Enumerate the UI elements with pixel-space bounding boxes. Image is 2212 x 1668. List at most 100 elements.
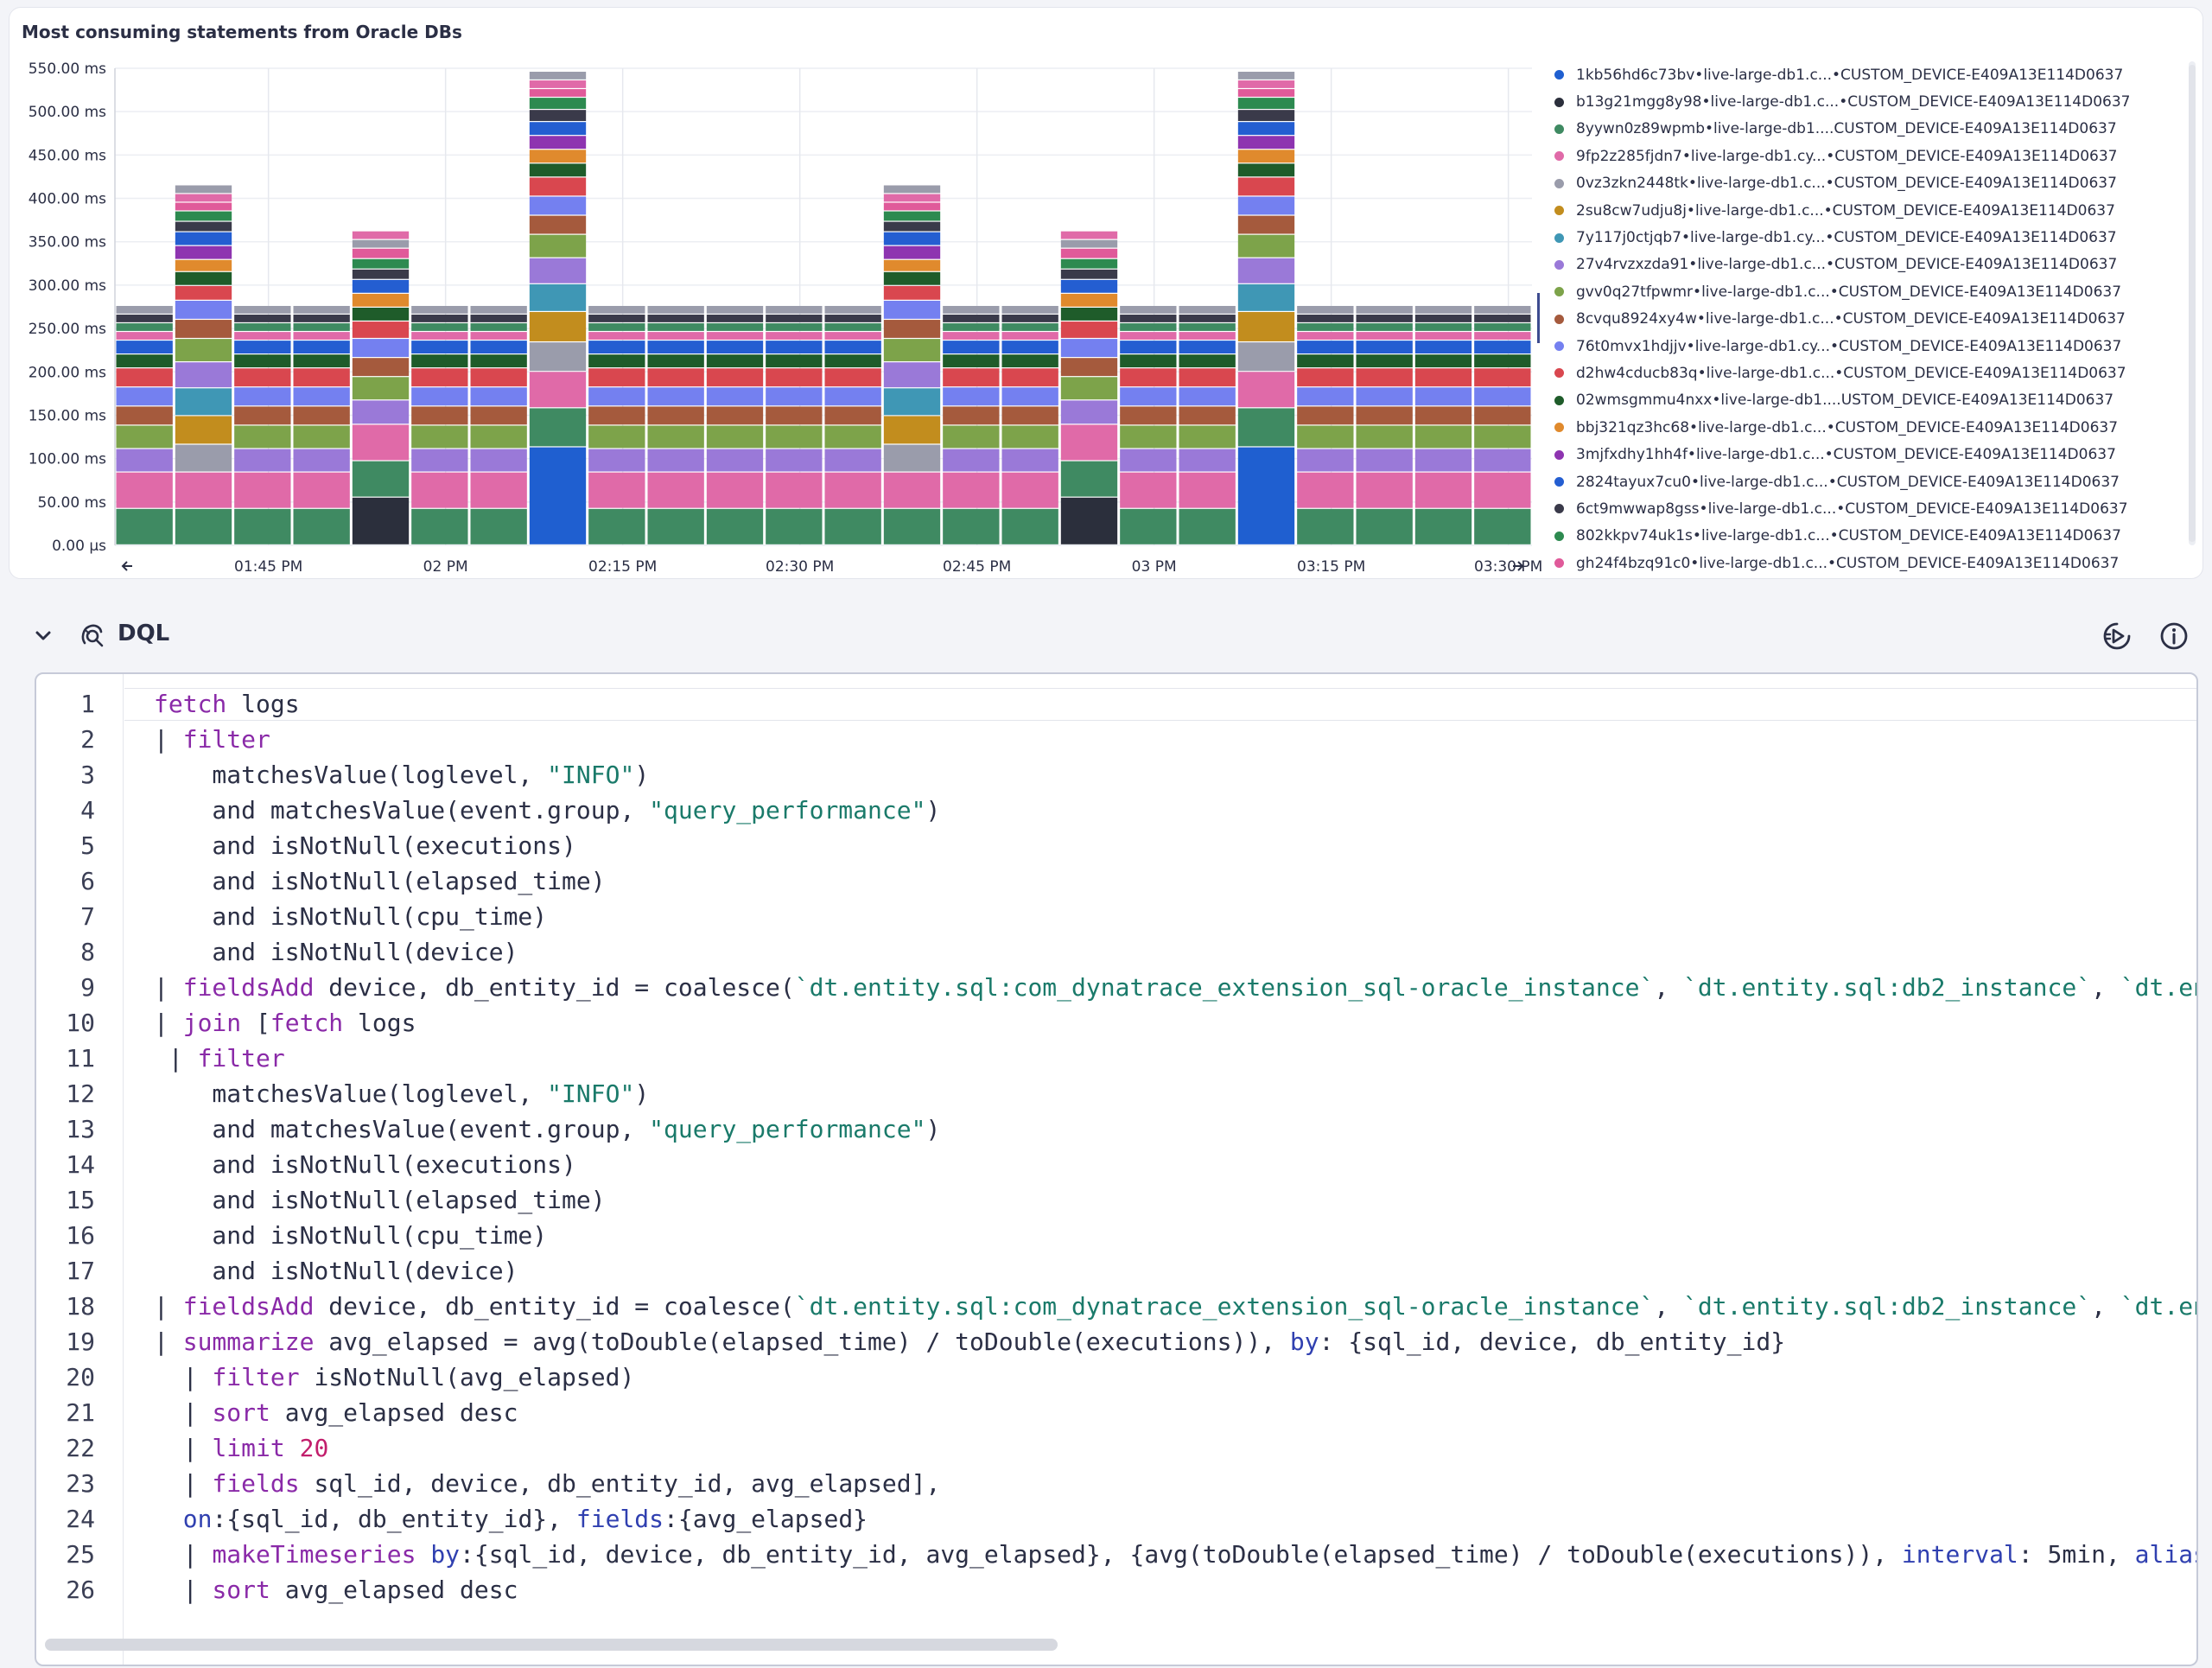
bar-segment[interactable] bbox=[1297, 323, 1354, 331]
bar-segment[interactable] bbox=[175, 320, 232, 338]
bar-segment[interactable] bbox=[1414, 354, 1472, 368]
bar-segment[interactable] bbox=[1237, 447, 1295, 544]
code-text[interactable]: and matchesValue(event.group, "query_per… bbox=[154, 793, 940, 828]
code-line[interactable]: 7 and isNotNull(cpu_time) bbox=[36, 899, 2196, 934]
bar-segment[interactable] bbox=[1297, 387, 1354, 406]
bar-segment[interactable] bbox=[352, 424, 410, 461]
bar-segment[interactable] bbox=[175, 362, 232, 388]
bar-segment[interactable] bbox=[766, 305, 823, 314]
bar-segment[interactable] bbox=[647, 368, 704, 387]
bar-segment[interactable] bbox=[293, 341, 350, 353]
stacked-bar[interactable] bbox=[116, 305, 173, 544]
bar-segment[interactable] bbox=[1297, 354, 1354, 368]
bar-segment[interactable] bbox=[529, 234, 587, 258]
code-text[interactable]: and isNotNull(elapsed_time) bbox=[154, 863, 605, 899]
bar-segment[interactable] bbox=[529, 408, 587, 447]
bar-segment[interactable] bbox=[352, 248, 410, 258]
bar-segment[interactable] bbox=[293, 368, 350, 387]
bar-segment[interactable] bbox=[1237, 150, 1295, 163]
bar-segment[interactable] bbox=[1297, 425, 1354, 449]
bar-segment[interactable] bbox=[1001, 323, 1058, 331]
bar-segment[interactable] bbox=[293, 508, 350, 544]
bar-segment[interactable] bbox=[883, 300, 941, 319]
code-line[interactable]: 3 matchesValue(loglevel, "INFO") bbox=[36, 757, 2196, 793]
bar-segment[interactable] bbox=[883, 232, 941, 245]
bar-segment[interactable] bbox=[352, 497, 410, 544]
code-text[interactable]: | filter isNotNull(avg_elapsed) bbox=[154, 1359, 635, 1395]
legend-item[interactable]: gvv0q27tfpwmr•live-large-db1.c...•CUSTOM… bbox=[1554, 278, 2159, 305]
bar-segment[interactable] bbox=[588, 305, 645, 314]
legend-item[interactable]: 02wmsgmmu4nxx•live-large-db1....USTOM_DE… bbox=[1554, 387, 2159, 414]
bar-segment[interactable] bbox=[293, 425, 350, 449]
bar-segment[interactable] bbox=[470, 332, 527, 340]
bar-segment[interactable] bbox=[883, 362, 941, 388]
bar-segment[interactable] bbox=[529, 215, 587, 234]
bar-segment[interactable] bbox=[1474, 305, 1531, 314]
bar-segment[interactable] bbox=[1474, 368, 1531, 387]
bar-segment[interactable] bbox=[411, 472, 468, 508]
legend-scrollbar-thumb[interactable] bbox=[2189, 65, 2196, 542]
bar-segment[interactable] bbox=[766, 425, 823, 449]
bar-segment[interactable] bbox=[293, 472, 350, 508]
bar-segment[interactable] bbox=[943, 315, 1000, 322]
bar-segment[interactable] bbox=[1120, 315, 1177, 322]
bar-segment[interactable] bbox=[234, 406, 291, 425]
code-text[interactable]: | fieldsAdd device, db_entity_id = coale… bbox=[154, 970, 2196, 1005]
bar-segment[interactable] bbox=[824, 323, 881, 331]
bar-segment[interactable] bbox=[1237, 215, 1295, 234]
bar-segment[interactable] bbox=[647, 305, 704, 314]
bar-segment[interactable] bbox=[1060, 358, 1118, 377]
bar-segment[interactable] bbox=[706, 472, 764, 508]
stacked-bar[interactable] bbox=[883, 185, 941, 544]
bar-segment[interactable] bbox=[1237, 342, 1295, 372]
legend-item[interactable]: 27v4rvzxzda91•live-large-db1.c...•CUSTOM… bbox=[1554, 251, 2159, 278]
code-line[interactable]: 18| fieldsAdd device, db_entity_id = coa… bbox=[36, 1289, 2196, 1324]
bar-segment[interactable] bbox=[1414, 315, 1472, 322]
bar-segment[interactable] bbox=[529, 98, 587, 109]
bar-segment[interactable] bbox=[647, 425, 704, 449]
bar-segment[interactable] bbox=[529, 258, 587, 283]
bar-segment[interactable] bbox=[1297, 341, 1354, 353]
bar-segment[interactable] bbox=[1001, 368, 1058, 387]
bar-segment[interactable] bbox=[352, 293, 410, 307]
bar-segment[interactable] bbox=[943, 305, 1000, 314]
bar-segment[interactable] bbox=[1297, 508, 1354, 544]
bar-segment[interactable] bbox=[116, 387, 173, 406]
bar-segment[interactable] bbox=[1120, 305, 1177, 314]
bar-segment[interactable] bbox=[234, 332, 291, 340]
bar-segment[interactable] bbox=[588, 387, 645, 406]
bar-segment[interactable] bbox=[824, 425, 881, 449]
bar-segment[interactable] bbox=[234, 425, 291, 449]
bar-segment[interactable] bbox=[883, 202, 941, 211]
bar-segment[interactable] bbox=[234, 305, 291, 314]
code-line[interactable]: 17 and isNotNull(device) bbox=[36, 1253, 2196, 1289]
bar-segment[interactable] bbox=[1297, 305, 1354, 314]
stacked-bar[interactable] bbox=[1474, 305, 1531, 544]
bar-segment[interactable] bbox=[411, 341, 468, 353]
horizontal-scrollbar-thumb[interactable] bbox=[45, 1639, 1058, 1651]
code-text[interactable]: | join [fetch logs bbox=[154, 1005, 416, 1041]
legend-item[interactable]: 9fp2z285fjdn7•live-large-db1.cy...•CUSTO… bbox=[1554, 143, 2159, 169]
code-line[interactable]: 14 and isNotNull(executions) bbox=[36, 1147, 2196, 1182]
code-line[interactable]: 26 | sort avg_elapsed desc bbox=[36, 1572, 2196, 1608]
bar-segment[interactable] bbox=[588, 341, 645, 353]
stacked-bar[interactable] bbox=[1297, 305, 1354, 544]
bar-segment[interactable] bbox=[1120, 425, 1177, 449]
bar-segment[interactable] bbox=[529, 122, 587, 136]
bar-segment[interactable] bbox=[588, 508, 645, 544]
bar-segment[interactable] bbox=[1120, 387, 1177, 406]
code-line[interactable]: 22 | limit 20 bbox=[36, 1430, 2196, 1466]
bar-segment[interactable] bbox=[1474, 332, 1531, 340]
bar-segment[interactable] bbox=[529, 89, 587, 97]
legend-item[interactable]: bbj321qz3hc68•live-large-db1.c...•CUSTOM… bbox=[1554, 414, 2159, 441]
bar-segment[interactable] bbox=[883, 185, 941, 194]
code-text[interactable]: on:{sql_id, db_entity_id}, fields:{avg_e… bbox=[154, 1501, 868, 1537]
bar-segment[interactable] bbox=[470, 354, 527, 368]
bar-segment[interactable] bbox=[529, 163, 587, 177]
bar-segment[interactable] bbox=[1414, 449, 1472, 472]
code-text[interactable]: matchesValue(loglevel, "INFO") bbox=[154, 757, 649, 793]
bar-segment[interactable] bbox=[1120, 323, 1177, 331]
bar-segment[interactable] bbox=[1237, 258, 1295, 283]
